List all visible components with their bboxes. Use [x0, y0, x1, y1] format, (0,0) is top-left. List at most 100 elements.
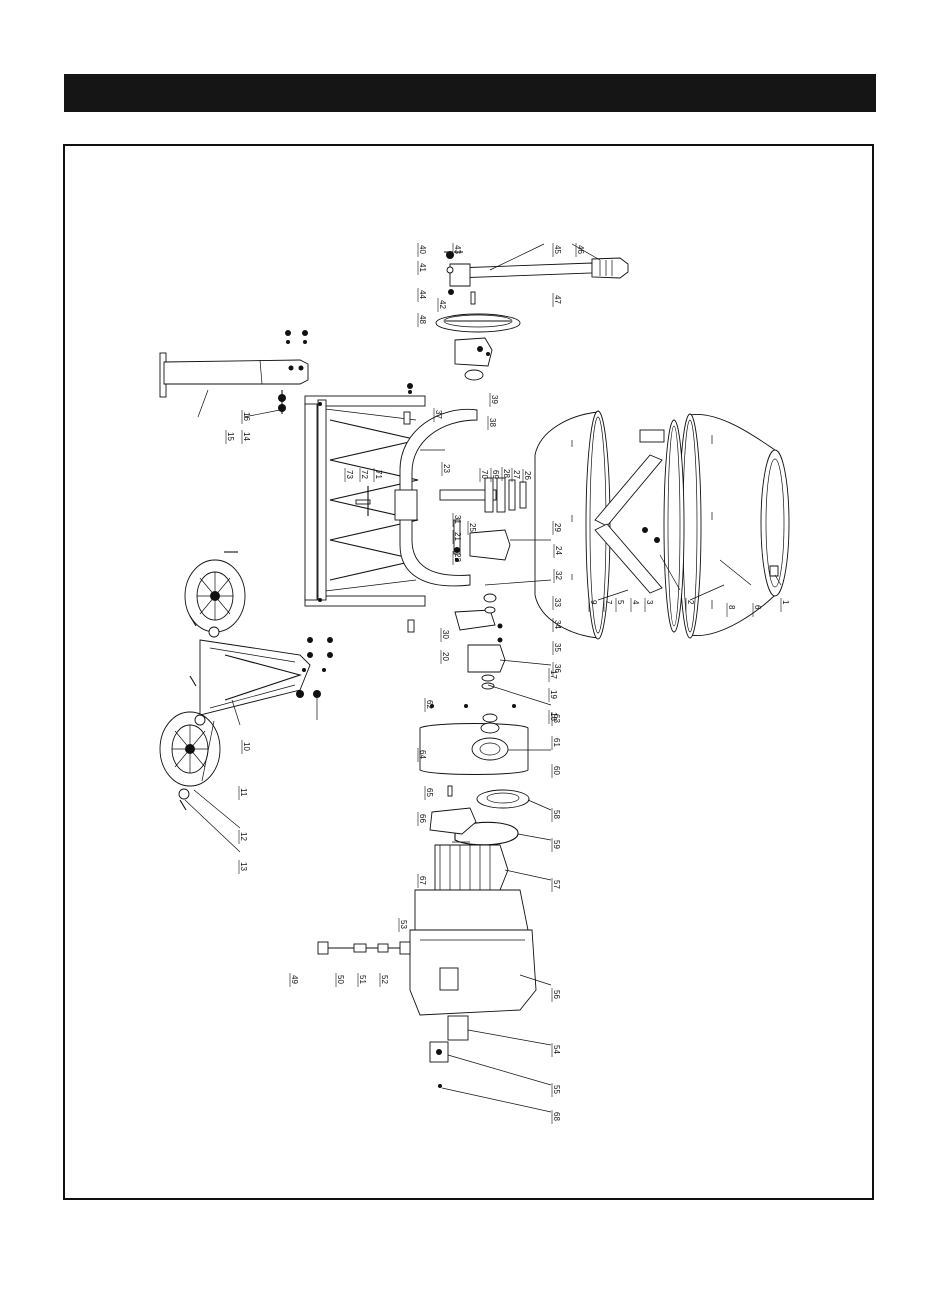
callout-8: 8: [727, 605, 736, 610]
callout-5: 5: [616, 600, 625, 605]
callout-60: 60: [552, 766, 561, 775]
callout-10: 10: [242, 742, 251, 751]
callout-32: 32: [554, 571, 563, 580]
callout-7: 7: [604, 600, 613, 605]
pin-part-37-bottom: [408, 620, 414, 632]
callout-43: 43: [453, 245, 462, 254]
drain-plug-part-1: [770, 566, 778, 576]
callout-54: 54: [552, 1045, 561, 1054]
callout-34: 34: [553, 620, 562, 629]
callout-66: 66: [418, 814, 427, 823]
callout-33: 33: [553, 598, 562, 607]
callout-3: 3: [645, 600, 654, 605]
callout-29: 29: [553, 523, 562, 532]
screws-part-62: [430, 704, 516, 708]
callout-70: 70: [480, 470, 489, 479]
callout-37: 37: [434, 410, 443, 419]
screw-part-68: [438, 1084, 442, 1088]
callout-69: 69: [491, 470, 500, 479]
callout-40: 40: [418, 245, 427, 254]
bolt-parts-71-72-73: [356, 486, 370, 516]
callout-63: 63: [552, 714, 561, 723]
callout-26: 26: [523, 471, 532, 480]
callout-15: 15: [226, 432, 235, 441]
callout-24: 24: [554, 546, 563, 555]
callout-64: 64: [418, 750, 427, 759]
rings-parts-69-28-27: [485, 478, 526, 512]
callout-47: 47: [553, 295, 562, 304]
gear-wheel-part-48: [436, 314, 520, 332]
callout-14: 14: [242, 432, 251, 441]
screw-part-65: [448, 786, 452, 796]
pin-part-37-top: [404, 412, 410, 424]
bracket-part-17: [468, 645, 505, 672]
axle-frame-part-10: [200, 640, 321, 715]
gasket-part-67: [415, 890, 528, 930]
callout-62: 62: [425, 700, 434, 709]
drum-bowl-part-9: [535, 411, 610, 639]
callout-49: 49: [290, 975, 299, 984]
wheel-top-part-11: [185, 560, 245, 632]
bearing-part-38: [465, 370, 483, 380]
callout-44: 44: [418, 290, 427, 299]
switch-cover-part-54: [448, 1016, 468, 1040]
base-plate-part-64: [420, 724, 528, 775]
callout-61: 61: [552, 738, 561, 747]
callout-20: 20: [441, 652, 450, 661]
callout-57: 57: [552, 880, 561, 889]
callout-45: 45: [553, 245, 562, 254]
callout-39: 39: [490, 395, 499, 404]
motor-mount-part-66: [430, 808, 476, 834]
callout-46: 46: [576, 245, 585, 254]
callout-56: 56: [552, 990, 561, 999]
callout-9: 9: [589, 600, 598, 605]
handle-part-15: [160, 353, 308, 397]
callout-71: 71: [374, 470, 383, 479]
bracket-part-39: [455, 338, 492, 366]
callout-21: 21: [453, 532, 462, 541]
power-cord-parts-49-50-51-52-53: [318, 942, 410, 954]
handle-grip-part-46: [592, 258, 628, 278]
callout-65: 65: [425, 788, 434, 797]
callout-36: 36: [553, 664, 562, 673]
callout-6: 6: [753, 605, 762, 610]
callout-48: 48: [418, 315, 427, 324]
callout-58: 58: [552, 810, 561, 819]
callout-22: 22: [453, 553, 462, 562]
callout-1: 1: [781, 600, 790, 605]
callout-55: 55: [552, 1085, 561, 1094]
callout-52: 52: [380, 975, 389, 984]
callout-31: 31: [453, 515, 462, 524]
callout-42: 42: [438, 300, 447, 309]
switch-part-55: [430, 1042, 448, 1062]
callout-41: 41: [418, 263, 427, 272]
callout-4: 4: [631, 600, 640, 605]
callout-19: 19: [549, 690, 558, 699]
callout-2: 2: [686, 600, 695, 605]
motor-housing-part-56: [410, 930, 536, 1015]
drum-cone-part-6: [690, 414, 789, 635]
callout-35: 35: [553, 643, 562, 652]
callout-53: 53: [399, 920, 408, 929]
callout-16: 16: [242, 412, 251, 421]
callout-59: 59: [552, 840, 561, 849]
callout-25: 25: [468, 523, 477, 532]
callout-13: 13: [239, 862, 248, 871]
callout-28: 28: [502, 469, 511, 478]
pulley-part-58: [477, 790, 529, 808]
callout-72: 72: [360, 470, 369, 479]
callout-27: 27: [512, 470, 521, 479]
shaft-part-47-top: [471, 292, 475, 304]
motor-part-57: [435, 845, 508, 890]
callout-50: 50: [336, 975, 345, 984]
callout-67: 67: [418, 876, 427, 885]
callout-11: 11: [239, 788, 248, 797]
callout-51: 51: [358, 975, 367, 984]
washers-parts-18-19: [482, 675, 494, 689]
bolt-part-44: [448, 289, 454, 295]
callout-38: 38: [488, 418, 497, 427]
callout-30: 30: [441, 630, 450, 639]
callout-73: 73: [345, 470, 354, 479]
callout-12: 12: [239, 832, 248, 841]
